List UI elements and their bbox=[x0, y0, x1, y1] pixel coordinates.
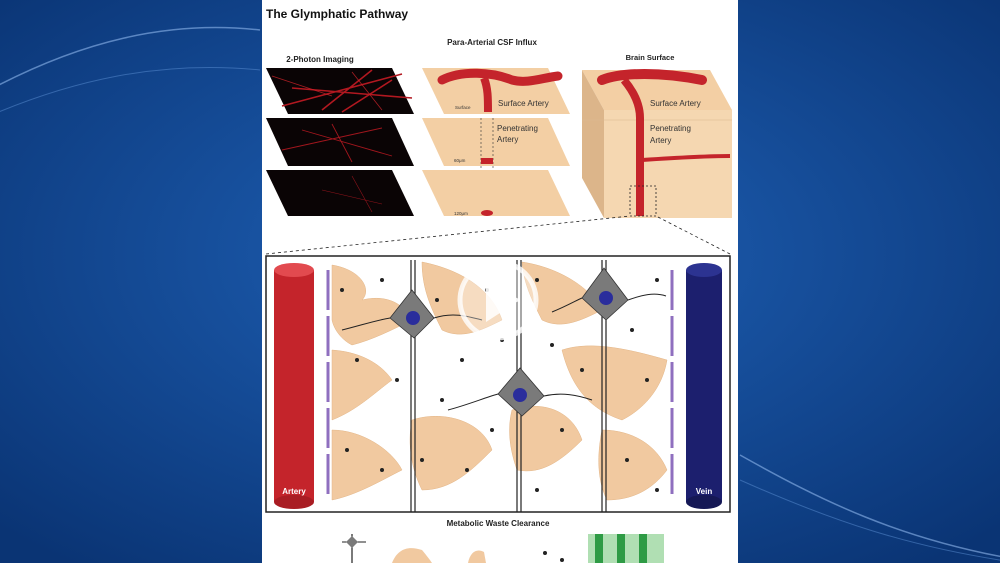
influx-title: Para-Arterial CSF Influx bbox=[447, 38, 537, 47]
block-penetrating-label-2: Artery bbox=[650, 136, 671, 145]
clearance-title: Metabolic Waste Clearance bbox=[447, 519, 550, 528]
vein-label: Vein bbox=[696, 487, 713, 496]
clearance-preview bbox=[342, 534, 664, 563]
depth-surface-label: Surface bbox=[455, 105, 471, 110]
solute-dots bbox=[340, 278, 659, 492]
figure-panel: The Glymphatic Pathway Para-Arterial CSF… bbox=[262, 0, 738, 563]
block-penetrating-label-1: Penetrating bbox=[650, 124, 691, 133]
photon-image-surface bbox=[266, 68, 414, 114]
tissue-slab-surface: Surface Surface Artery bbox=[422, 68, 570, 114]
surface-artery-label: Surface Artery bbox=[498, 99, 549, 108]
depth-deep-label: 120μm bbox=[454, 211, 468, 216]
artery-label: Artery bbox=[282, 487, 306, 496]
tissue-slab-mid: Penetrating Artery 60μm bbox=[422, 118, 570, 213]
penetrating-artery-label-2: Artery bbox=[497, 135, 518, 144]
play-button[interactable] bbox=[457, 259, 539, 341]
photon-image-mid bbox=[266, 118, 414, 166]
figure-title: The Glymphatic Pathway bbox=[266, 7, 408, 21]
play-icon bbox=[486, 278, 520, 322]
perivascular-space-diagram: Artery Vein bbox=[265, 255, 731, 513]
tissue-slab-deep: 120μm bbox=[422, 170, 570, 216]
neurons bbox=[341, 260, 667, 512]
brain-surface-label: Brain Surface bbox=[626, 53, 675, 62]
artery-cylinder: Artery bbox=[274, 263, 314, 509]
vein-cylinder: Vein bbox=[686, 263, 722, 509]
depth-mid-label: 60μm bbox=[454, 158, 466, 163]
photon-label: 2-Photon Imaging bbox=[286, 55, 354, 64]
block-surface-artery-label: Surface Artery bbox=[650, 99, 701, 108]
photon-image-deep bbox=[266, 170, 414, 216]
brain-block-3d: Surface Artery Penetrating Artery bbox=[582, 69, 732, 218]
penetrating-artery-label-1: Penetrating bbox=[497, 124, 538, 133]
